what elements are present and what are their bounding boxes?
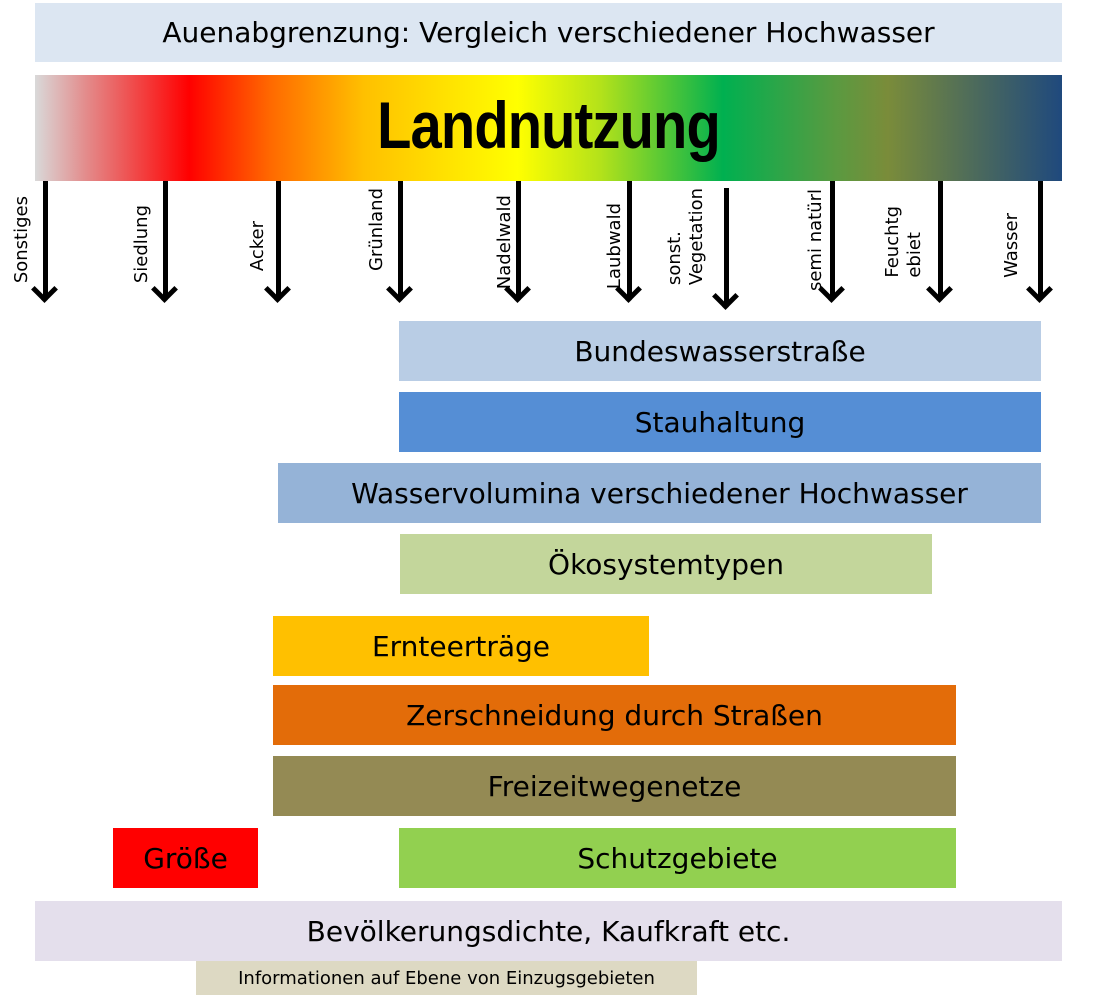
category-label: Acker	[247, 220, 268, 271]
category-label: Feuchtg ebiet	[882, 206, 925, 278]
category-label: Laubwald	[604, 202, 625, 289]
bar-freizeitwegenetze: Freizeitwegenetze	[273, 756, 956, 816]
arrow-down-icon	[163, 181, 168, 297]
bar-wasservolumina: Wasservolumina verschiedener Hochwasser	[278, 463, 1041, 523]
category-label: sonst. Vegetation	[664, 187, 707, 285]
arrow-down-icon	[43, 181, 48, 297]
category-label: Wasser	[1001, 213, 1022, 278]
category-label: Nadelwald	[494, 194, 515, 289]
bar-ernteertraege: Ernteerträge	[273, 616, 649, 676]
bar-schutzgebiete: Schutzgebiete	[399, 828, 956, 888]
diagram-title: Auenabgrenzung: Vergleich verschiedener …	[35, 3, 1062, 62]
arrow-down-icon	[830, 181, 835, 297]
category-label: semi natürl	[805, 188, 826, 291]
arrow-down-icon	[276, 181, 281, 297]
arrow-down-icon	[1038, 181, 1043, 297]
bar-groesse: Größe	[113, 828, 258, 888]
bar-einzugsgebiete: Informationen auf Ebene von Einzugsgebie…	[196, 961, 697, 995]
category-label: Grünland	[366, 187, 387, 271]
arrow-down-icon	[398, 181, 403, 297]
arrow-down-icon	[724, 188, 729, 304]
bar-oekosystemtypen: Ökosystemtypen	[400, 534, 932, 594]
landnutzung-gradient-banner: Landnutzung	[35, 75, 1062, 181]
banner-label: Landnutzung	[377, 88, 721, 162]
bar-zerschneidung: Zerschneidung durch Straßen	[273, 685, 956, 745]
bar-bevoelkerung: Bevölkerungsdichte, Kaufkraft etc.	[35, 901, 1062, 961]
bar-bundeswasserstrasse: Bundeswasserstraße	[399, 321, 1041, 381]
bar-stauhaltung: Stauhaltung	[399, 392, 1041, 452]
category-label: Sonstiges	[11, 195, 32, 283]
arrow-down-icon	[627, 181, 632, 297]
arrow-down-icon	[938, 181, 943, 297]
category-label: Siedlung	[131, 204, 152, 283]
arrow-down-icon	[516, 181, 521, 297]
